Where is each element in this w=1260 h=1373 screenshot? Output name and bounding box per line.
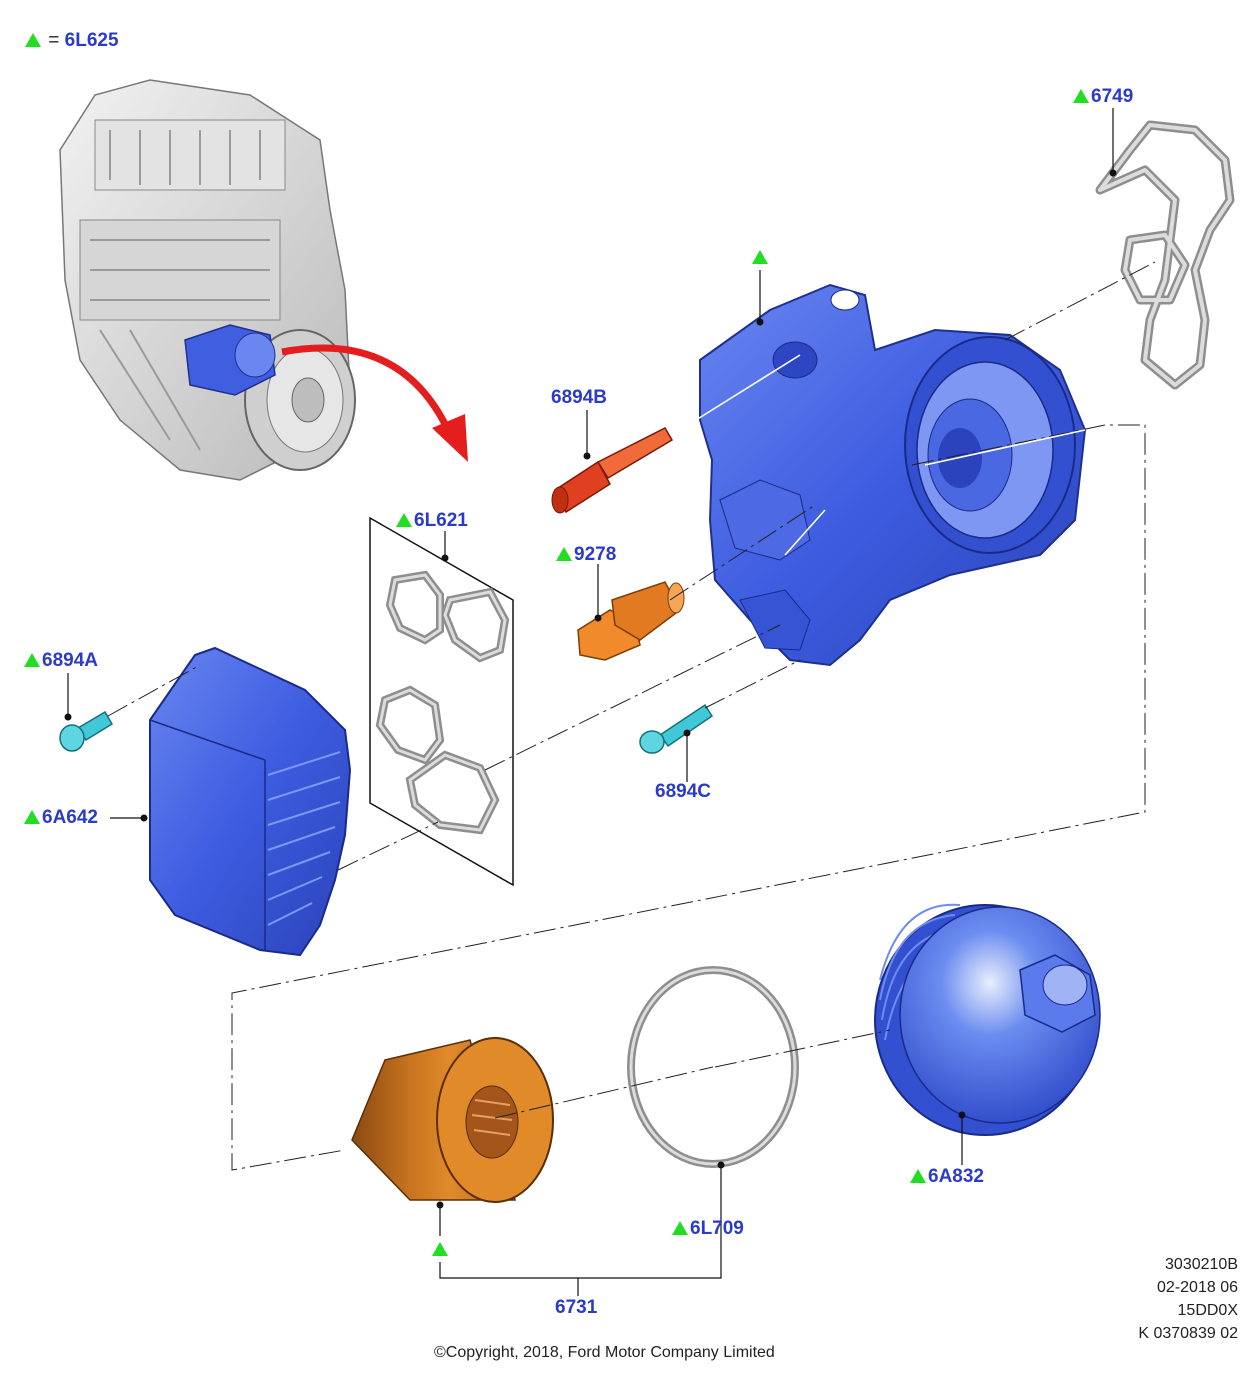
part-number: 9278 bbox=[574, 544, 617, 565]
green-triangle-icon bbox=[752, 250, 768, 264]
green-triangle-icon bbox=[910, 1169, 926, 1183]
part-label-6731[interactable]: 6731 bbox=[555, 1297, 597, 1319]
legend-code: 6L625 bbox=[64, 30, 119, 51]
green-triangle-icon bbox=[672, 1221, 688, 1235]
bolt-6894A bbox=[59, 710, 114, 752]
green-triangle-icon bbox=[396, 513, 412, 527]
filter-cap bbox=[874, 903, 1101, 1136]
part-label-6894C[interactable]: 6894C bbox=[655, 781, 711, 803]
engine-illustration bbox=[59, 79, 356, 481]
reference-line-2: 02-2018 06 bbox=[1157, 1279, 1238, 1296]
connection-lines bbox=[107, 261, 1156, 1171]
part-number: 6749 bbox=[1091, 86, 1134, 107]
part-label-9278[interactable]: 9278 bbox=[556, 544, 616, 566]
part-number: 6A832 bbox=[928, 1166, 984, 1187]
reference-block: 3030210B 02-2018 06 15DD0X K 0370839 02 bbox=[1138, 1253, 1238, 1345]
part-label-6894B[interactable]: 6894B bbox=[551, 387, 607, 409]
part-label-6894A[interactable]: 6894A bbox=[24, 650, 98, 672]
part-number: 6L621 bbox=[414, 510, 468, 531]
part-number: 6731 bbox=[555, 1297, 598, 1318]
green-triangle-icon bbox=[25, 33, 41, 47]
red-arrow-icon bbox=[281, 344, 468, 462]
part-label-6A642[interactable]: 6A642 bbox=[24, 807, 98, 829]
green-triangle-icon bbox=[432, 1242, 448, 1256]
green-triangle-icon bbox=[556, 547, 572, 561]
green-triangle-icon bbox=[24, 653, 40, 667]
part-label-6L709[interactable]: 6L709 bbox=[672, 1218, 744, 1240]
oil-cooler bbox=[149, 646, 352, 957]
green-triangle-icon bbox=[24, 810, 40, 824]
part-number: 6L709 bbox=[690, 1218, 744, 1239]
leader-lines bbox=[67, 108, 1114, 1296]
o-ring bbox=[627, 966, 799, 1168]
part-label-6L621[interactable]: 6L621 bbox=[396, 510, 468, 532]
temperature-sensor bbox=[577, 581, 685, 661]
part-label-6749[interactable]: 6749 bbox=[1073, 86, 1133, 108]
part-number: 6894B bbox=[551, 387, 607, 408]
reference-line-4: K 0370839 02 bbox=[1138, 1325, 1238, 1342]
legend-equals: = bbox=[48, 30, 60, 51]
part-number: 6894A bbox=[42, 650, 98, 671]
oil-pressure-sender bbox=[551, 427, 674, 514]
part-number: 6A642 bbox=[42, 807, 98, 828]
bolt-6894C bbox=[639, 703, 714, 754]
legend: = 6L625 bbox=[25, 30, 119, 52]
part-label-6A832[interactable]: 6A832 bbox=[910, 1166, 984, 1188]
green-triangle-icon bbox=[1073, 89, 1089, 103]
reference-line-3: 15DD0X bbox=[1177, 1302, 1238, 1319]
part-number: 6894C bbox=[655, 781, 711, 802]
reference-line-1: 3030210B bbox=[1165, 1256, 1238, 1273]
copyright-notice: ©Copyright, 2018, Ford Motor Company Lim… bbox=[434, 1344, 775, 1361]
oil-filter-housing bbox=[699, 283, 1087, 667]
gasket-set-panel bbox=[369, 516, 514, 887]
oil-filter bbox=[351, 1037, 554, 1203]
